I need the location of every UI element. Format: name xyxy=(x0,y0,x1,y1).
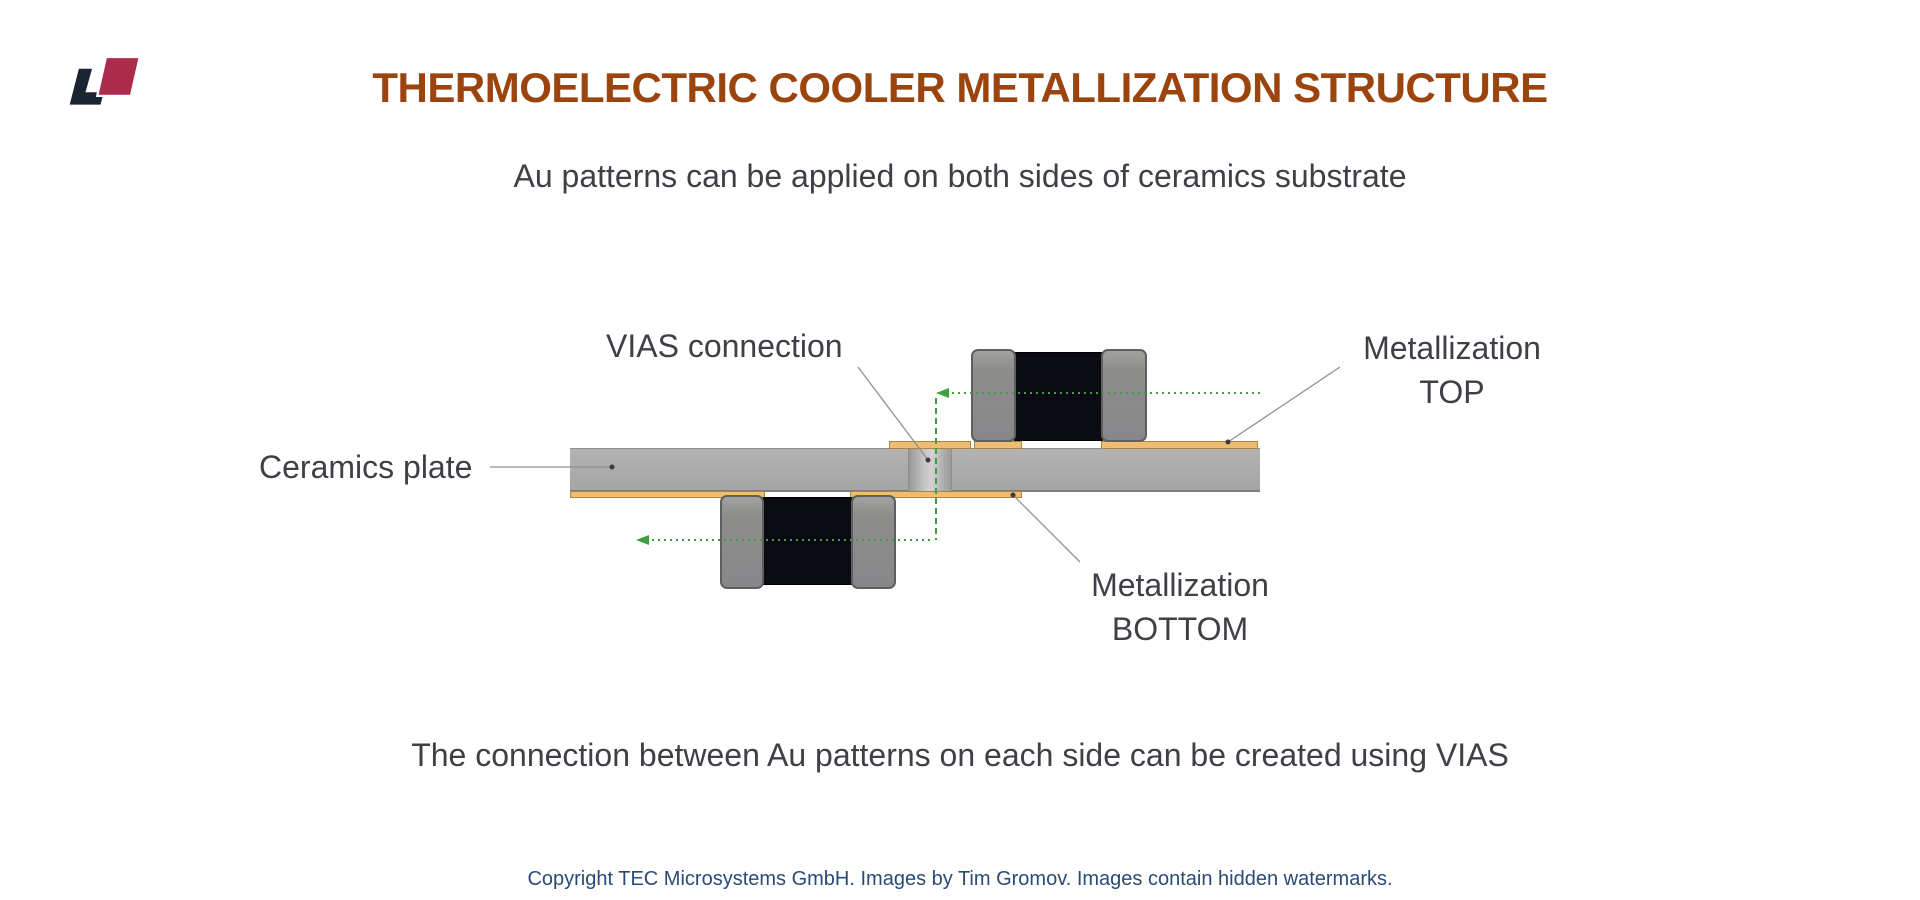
label-metallization-top-line2: TOP xyxy=(1419,374,1485,410)
label-ceramics-plate: Ceramics plate xyxy=(259,449,473,485)
label-metallization-top-line1: Metallization xyxy=(1363,330,1541,366)
subtitle: Au patterns can be applied on both sides… xyxy=(513,158,1407,194)
met-bottom-leader-line xyxy=(1012,494,1081,563)
top-component-left-electrode xyxy=(971,349,1016,442)
label-vias-connection: VIAS connection xyxy=(606,328,843,364)
metallization-bottom-strip-left xyxy=(570,491,765,498)
page-title: THERMOELECTRIC COOLER METALLIZATION STRU… xyxy=(372,64,1548,111)
metallization-top-strip-left xyxy=(889,441,971,449)
met-top-leader-line xyxy=(1227,366,1341,443)
logo-navy-shape xyxy=(69,68,104,105)
label-metallization-bottom-line1: Metallization xyxy=(1091,567,1269,603)
green-arrow-bottom-icon xyxy=(636,535,649,545)
vias-cylinder xyxy=(908,448,952,492)
green-arrow-top-icon xyxy=(936,388,949,398)
bottom-component-body xyxy=(762,497,853,585)
metallization-top-pad-left-electrode xyxy=(974,441,1022,449)
bottom-component-right-electrode xyxy=(851,495,896,589)
top-component-right-electrode xyxy=(1101,349,1147,442)
label-metallization-bottom-line2: BOTTOM xyxy=(1111,611,1249,647)
bottom-component-left-electrode xyxy=(720,495,764,589)
label-metallization-top: Metallization TOP xyxy=(1351,326,1553,414)
tec-microsystems-logo xyxy=(69,55,142,105)
bottom-statement: The connection between Au patterns on ea… xyxy=(411,737,1509,773)
top-component-body xyxy=(1013,352,1104,441)
copyright-note: Copyright TEC Microsystems GmbH. Images … xyxy=(527,868,1393,890)
logo-red-shape xyxy=(95,55,142,97)
metallization-top-strip-right xyxy=(1101,441,1258,449)
label-metallization-bottom: Metallization BOTTOM xyxy=(1079,563,1281,651)
